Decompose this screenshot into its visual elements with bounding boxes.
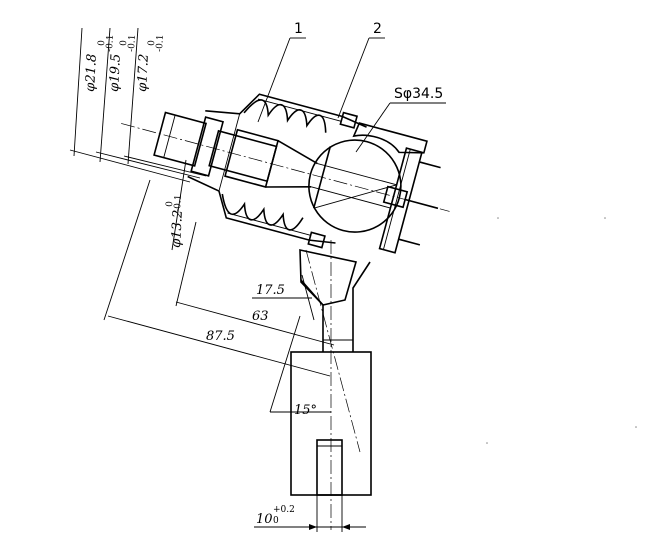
svg-text:87.5: 87.5 <box>206 329 235 344</box>
svg-text:-0.1: -0.1 <box>127 34 138 52</box>
svg-text:0: 0 <box>147 40 157 47</box>
angle-15-degree-dimension: 15° <box>269 315 331 418</box>
svg-text:+0.2: +0.2 <box>273 505 295 515</box>
svg-text:10: 10 <box>256 512 273 527</box>
diameter-19-5-dimension: φ19.5 0 -0.1 <box>99 27 138 163</box>
svg-text:Sφ34.5: Sφ34.5 <box>394 86 443 102</box>
svg-text:φ13.2: φ13.2 <box>169 209 186 248</box>
joint-assembly <box>121 93 450 254</box>
diameter-13-2-dimension: φ13.2 0 -0.1 <box>165 159 187 251</box>
svg-text:-0.1: -0.1 <box>173 194 184 212</box>
svg-text:63: 63 <box>252 309 269 324</box>
length-63-dimension: 63 <box>175 221 335 346</box>
svg-text:2: 2 <box>373 21 382 37</box>
svg-text:φ21.8: φ21.8 <box>83 53 100 92</box>
svg-text:1: 1 <box>294 21 303 37</box>
svg-text:-0.1: -0.1 <box>155 34 166 52</box>
svg-text:0: 0 <box>165 201 175 208</box>
svg-text:15°: 15° <box>294 403 317 418</box>
svg-text:0: 0 <box>97 40 107 47</box>
part-label-2: 2 <box>337 21 385 119</box>
svg-text:φ19.5: φ19.5 <box>107 53 124 92</box>
svg-text:0: 0 <box>273 516 279 526</box>
length-17-5-dimension: 17.5 <box>252 274 315 321</box>
part-label-1: 1 <box>257 21 306 123</box>
svg-text:φ17.2: φ17.2 <box>135 53 152 92</box>
length-87-5-dimension: 87.5 <box>103 179 331 377</box>
diameter-17-2-dimension: φ17.2 0 -0.1 <box>127 27 166 165</box>
diameter-21-8-dimension: φ21.8 0 -0.1 <box>73 27 116 157</box>
svg-text:0: 0 <box>119 40 129 47</box>
lower-cup-section <box>299 249 358 306</box>
svg-text:-0.1: -0.1 <box>105 34 116 52</box>
slot-width-dimension: 10 +0.2 0 <box>254 495 366 532</box>
sphere-diameter-label: Sφ34.5 <box>355 86 446 153</box>
svg-text:17.5: 17.5 <box>256 283 285 298</box>
joint-axis-centerline <box>121 123 450 212</box>
